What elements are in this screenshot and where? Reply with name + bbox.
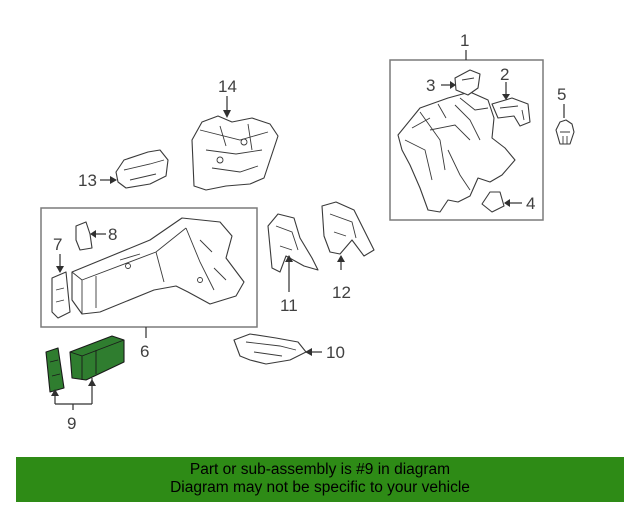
- part-13-bracket[interactable]: [115, 149, 169, 189]
- callout-4[interactable]: 4: [526, 194, 535, 213]
- part-12-bracket[interactable]: [321, 201, 375, 257]
- callout-5[interactable]: 5: [557, 85, 566, 104]
- callout-11[interactable]: 11: [280, 296, 298, 315]
- part-7-plate[interactable]: [51, 271, 71, 319]
- parts-diagram: 1 2 3 4 5 14: [40, 31, 575, 433]
- callout-3[interactable]: 3: [426, 76, 435, 95]
- part-3-bracket[interactable]: [454, 69, 481, 96]
- banner-line-2: Diagram may not be specific to your vehi…: [170, 479, 470, 496]
- callout-7[interactable]: 7: [53, 235, 62, 254]
- info-banner: Part or sub-assembly is #9 in diagram Di…: [16, 457, 624, 502]
- part-14-panel[interactable]: [191, 115, 279, 191]
- callout-6[interactable]: 6: [140, 342, 149, 361]
- part-8-bracket[interactable]: [75, 221, 93, 251]
- part-2-bracket[interactable]: [491, 97, 531, 127]
- banner-line-1: Part or sub-assembly is #9 in diagram: [189, 461, 451, 478]
- callout-13[interactable]: 13: [78, 171, 97, 190]
- part-4-bracket[interactable]: [481, 191, 505, 213]
- callout-1[interactable]: 1: [460, 31, 469, 50]
- part-6-group-box: [40, 207, 258, 328]
- part-9-plate: [45, 347, 65, 393]
- callout-8[interactable]: 8: [108, 225, 117, 244]
- part-11-bracket[interactable]: [267, 213, 319, 273]
- part-1-apron-assembly[interactable]: [397, 91, 516, 213]
- callout-9[interactable]: 9: [67, 414, 76, 433]
- part-5-clip[interactable]: [555, 119, 575, 145]
- callout-2[interactable]: 2: [500, 65, 509, 84]
- part-9-rail-extension: [69, 335, 125, 381]
- part-10-bracket[interactable]: [233, 333, 307, 365]
- callout-14[interactable]: 14: [218, 77, 237, 96]
- callout-12[interactable]: 12: [332, 283, 351, 302]
- callout-10[interactable]: 10: [326, 343, 345, 362]
- part-6-rail-assembly[interactable]: [71, 217, 245, 315]
- part-9-highlighted[interactable]: [45, 335, 125, 393]
